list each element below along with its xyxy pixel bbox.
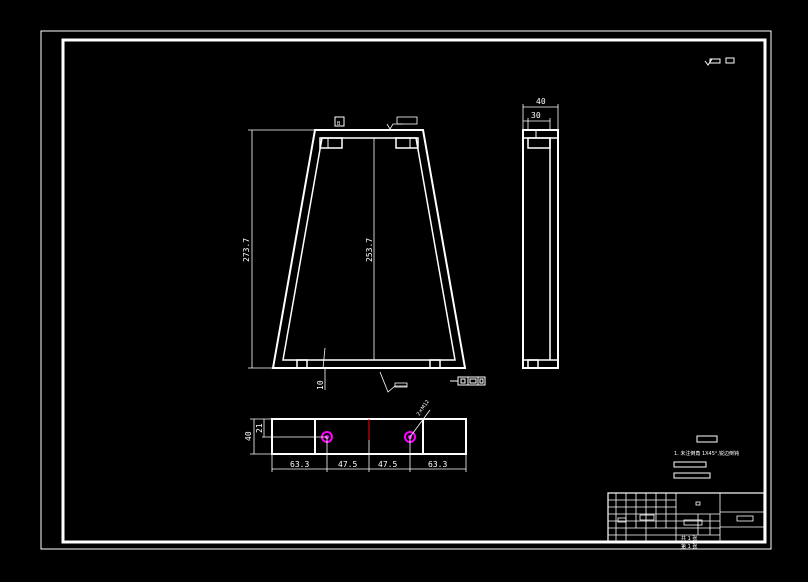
- dim-seg-3: 47.5: [378, 460, 397, 469]
- note-header-box: [696, 435, 718, 443]
- dim-seg-1: 63.3: [290, 460, 309, 469]
- dim-height-inner: 253.7: [365, 238, 374, 262]
- section-marker: B: [337, 121, 341, 127]
- side-view: [522, 129, 559, 369]
- hole-callout: 2×M12: [416, 399, 431, 417]
- sheet-count: 共 1 张: [681, 535, 697, 542]
- technical-note: 1. 未注倒角 1X45°,锐边倒钝: [674, 450, 739, 457]
- title-block: [607, 492, 765, 543]
- side-dimension-lines: [522, 104, 559, 130]
- outer-frame: [40, 30, 772, 550]
- feature-control-frame: [450, 376, 486, 386]
- dim-seg-4: 63.3: [428, 460, 447, 469]
- note-line-box-2: [673, 472, 711, 479]
- dim-side-width-inner: 30: [531, 111, 541, 120]
- front-view: [271, 129, 467, 369]
- front-dimension-lines: [248, 116, 418, 393]
- dim-height-outer: 273.7: [242, 238, 251, 262]
- sheet-number: 第 1 张: [681, 543, 697, 550]
- dim-seg-2: 47.5: [338, 460, 357, 469]
- dim-bottom-depth: 40: [244, 431, 253, 441]
- dim-bottom-offset: 21: [255, 423, 264, 433]
- inner-frame: [61, 38, 767, 544]
- section-marker-box: [334, 116, 345, 127]
- note-line-box-1: [673, 461, 707, 468]
- bottom-dimension-lines: [250, 409, 467, 472]
- surface-roughness-symbol: [704, 57, 735, 66]
- dim-base-thickness: 10: [316, 380, 325, 390]
- dim-side-width-total: 40: [536, 97, 546, 106]
